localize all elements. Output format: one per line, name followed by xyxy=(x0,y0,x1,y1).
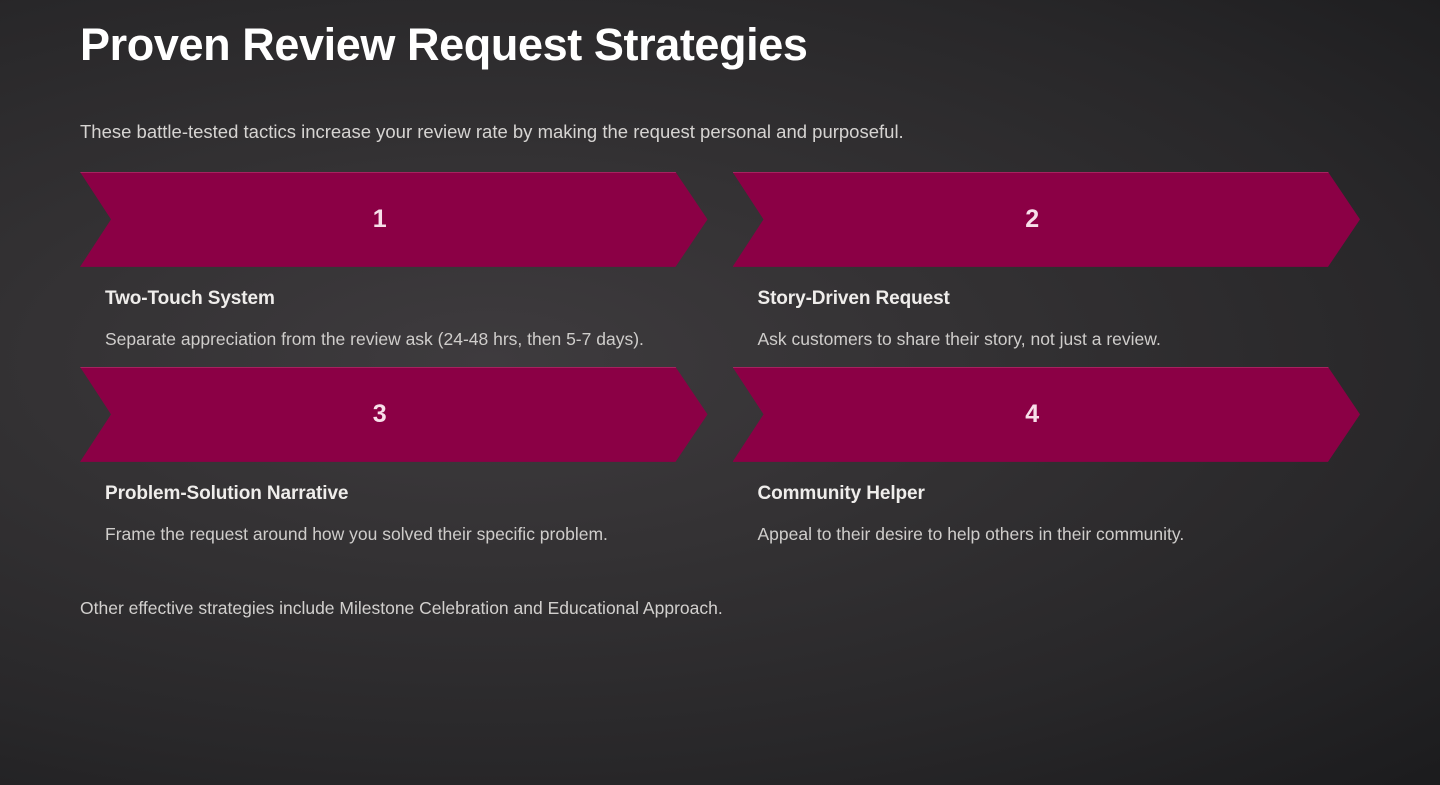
strategy-title: Two-Touch System xyxy=(105,287,275,309)
strategy-card: 1 Two-Touch System Separate appreciation… xyxy=(80,172,708,353)
chevron-banner: 4 xyxy=(733,367,1361,462)
chevron-banner: 2 xyxy=(733,172,1361,267)
chevron-banner: 3 xyxy=(80,367,708,462)
page-subtitle: These battle-tested tactics increase you… xyxy=(80,121,904,142)
strategy-number: 1 xyxy=(372,205,387,234)
strategy-number: 2 xyxy=(1025,205,1040,234)
strategy-description: Appeal to their desire to help others in… xyxy=(757,523,1185,544)
strategy-number: 4 xyxy=(1025,400,1040,429)
strategy-number: 3 xyxy=(372,400,387,429)
strategy-title: Problem-Solution Narrative xyxy=(105,482,349,504)
chevron-banner: 1 xyxy=(80,172,708,267)
strategy-card: 3 Problem-Solution Narrative Frame the r… xyxy=(80,367,708,548)
strategy-title: Story-Driven Request xyxy=(757,287,950,309)
strategy-card: 2 Story-Driven Request Ask customers to … xyxy=(733,172,1361,353)
strategy-description: Frame the request around how you solved … xyxy=(105,523,608,544)
strategy-card: 4 Community Helper Appeal to their desir… xyxy=(733,367,1361,548)
strategy-description: Separate appreciation from the review as… xyxy=(105,328,644,349)
strategy-grid: 1 Two-Touch System Separate appreciation… xyxy=(80,172,1360,548)
strategy-title: Community Helper xyxy=(757,482,925,504)
footer-note: Other effective strategies include Miles… xyxy=(80,597,723,618)
strategy-description: Ask customers to share their story, not … xyxy=(757,328,1161,349)
page-title: Proven Review Request Strategies xyxy=(80,19,808,70)
